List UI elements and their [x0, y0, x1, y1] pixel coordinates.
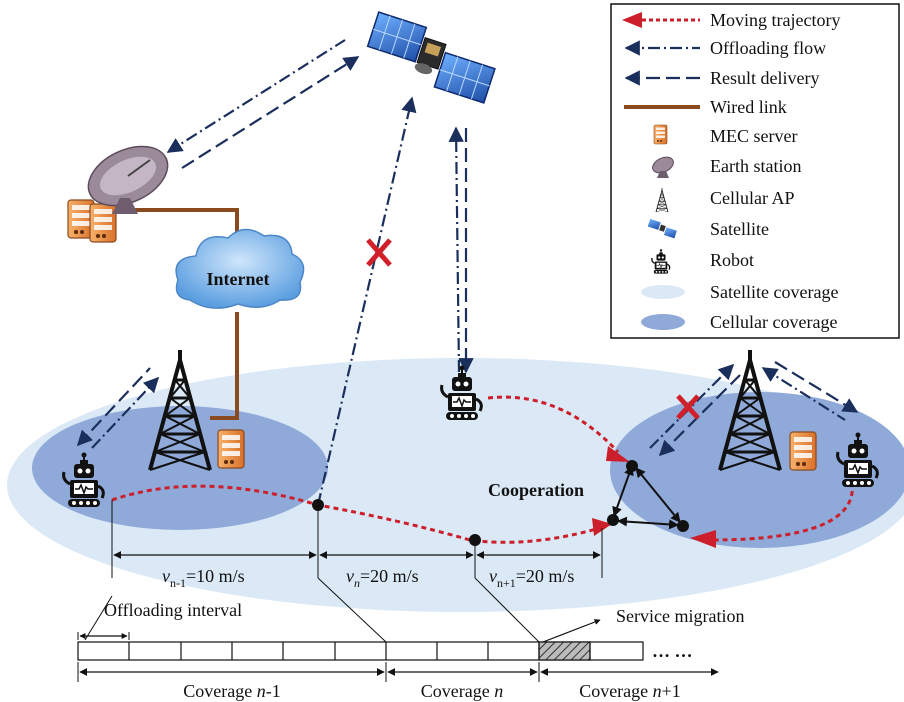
internet-label: Internet: [207, 269, 270, 289]
cooperation-links: [612, 465, 681, 530]
earth-station-dish-icon: [87, 145, 169, 214]
internet-cloud: Internet: [175, 228, 305, 309]
legend-label-4: MEC server: [710, 126, 797, 146]
earth-station: [67, 145, 169, 243]
legend-label-5: Earth station: [710, 156, 801, 176]
coverage-label-1: Coverage n-1: [183, 681, 280, 701]
earth-station-icon: [652, 156, 674, 178]
legend-label-3: Wired link: [710, 97, 787, 117]
speed-measurements: vn-1=10 m/s vn=20 m/s vn+1=20 m/s: [111, 500, 603, 590]
satellite-earthstation-links: [166, 39, 360, 169]
legend-label-10: Cellular coverage: [710, 312, 837, 332]
trajectory-arrowhead: [592, 518, 612, 536]
trajectory-arrowhead-upper: [606, 446, 630, 462]
right-tower-links: [649, 361, 859, 457]
mec-server-left-icon: [217, 429, 245, 469]
coverage-label-3: Coverage n+1: [579, 681, 681, 701]
satellite-legend-icon: [647, 218, 677, 239]
legend-label-6: Cellular AP: [710, 188, 795, 208]
moving-trajectory-icon: [622, 12, 642, 28]
trajectory-arrowhead-right: [690, 530, 716, 548]
blocked-link-x-right-icon: [676, 394, 700, 420]
mec-server-icon: [653, 124, 668, 145]
moving-trajectory-right: [709, 481, 854, 542]
service-migration-slot: [538, 641, 591, 661]
moving-trajectory-upper: [487, 395, 620, 454]
speed-label-2: vn=20 m/s: [346, 566, 419, 590]
slot-ellipsis: … …: [652, 641, 693, 661]
service-migration-label: Service migration: [616, 606, 744, 626]
time-slot-bar: … … Offloading interval Service migratio…: [77, 577, 744, 701]
legend-label-9: Satellite coverage: [710, 282, 838, 302]
mec-server-right-icon: [789, 431, 817, 471]
legend-label-2: Result delivery: [710, 68, 819, 88]
offloading-flow-to-satellite: [316, 96, 417, 506]
speed-label-3: vn+1=20 m/s: [489, 566, 574, 590]
speed-label-1: vn-1=10 m/s: [162, 566, 245, 590]
coverage-label-2: Coverage n: [421, 681, 503, 701]
legend-label-1: Offloading flow: [710, 38, 826, 58]
legend-label-8: Robot: [710, 250, 754, 270]
legend-label-0: Moving trajectory: [710, 10, 840, 30]
wired-link-internet-tower: [210, 312, 239, 420]
offloading-interval-label: Offloading interval: [104, 600, 242, 620]
cellular-coverage-left: [32, 406, 328, 530]
legend: Moving trajectory Offloading flow Result…: [610, 3, 900, 339]
earth-station-servers: [67, 199, 117, 243]
satellite-icon: [366, 11, 496, 104]
blocked-link-x-icon: [366, 238, 392, 267]
offloading-flow-robot-satellite: [448, 126, 464, 373]
cooperation-label: Cooperation: [488, 480, 584, 500]
moving-trajectory-main: [111, 484, 601, 544]
cellular-coverage-icon: [641, 314, 685, 330]
trajectory-nodes: [312, 460, 689, 546]
legend-label-7: Satellite: [710, 219, 769, 239]
satellite-coverage-icon: [641, 285, 685, 299]
left-tower-links: [76, 367, 160, 449]
